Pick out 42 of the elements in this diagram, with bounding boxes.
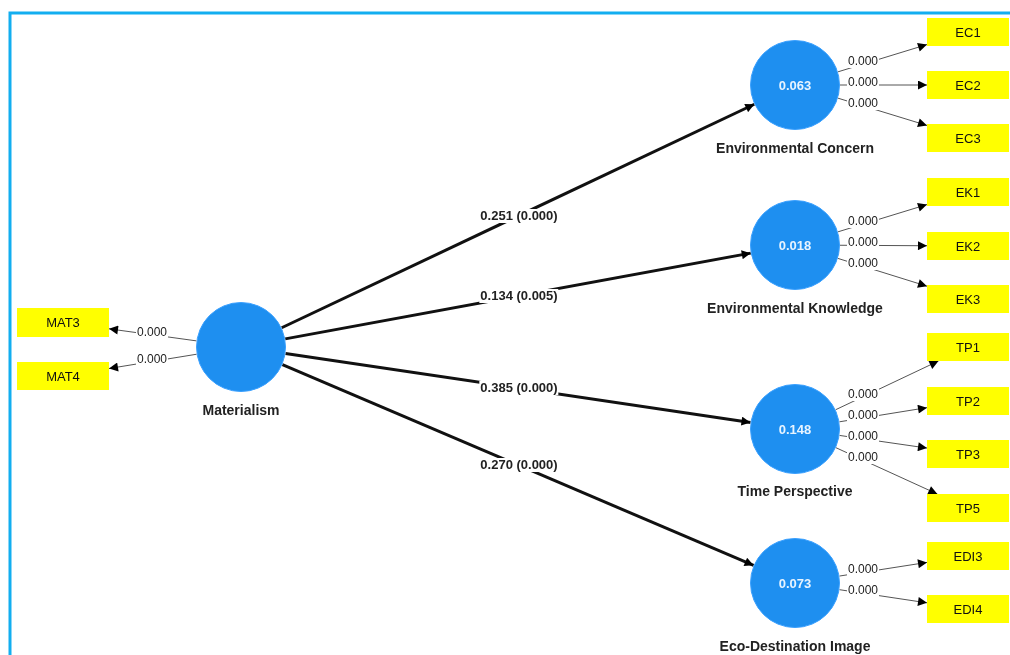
indicator-box: MAT3 [17, 308, 109, 337]
edge-label: 0.000 [847, 95, 879, 110]
edge-label: 0.251 (0.000) [479, 208, 559, 223]
r-squared-value: 0.063 [778, 77, 812, 93]
indicator-box: MAT4 [17, 362, 109, 390]
construct-name: Environmental Knowledge [707, 300, 883, 316]
indicator-box: TP3 [927, 440, 1009, 468]
construct-name: Materialism [202, 402, 280, 418]
arrow [281, 102, 755, 330]
edge-label: 0.270 (0.000) [479, 458, 559, 473]
edge-label: 0.000 [847, 214, 879, 229]
construct-name: Environmental Concern [716, 140, 874, 156]
indicator-box: EK2 [927, 232, 1009, 260]
indicator-box: TP2 [927, 387, 1009, 415]
indicator-box: TP1 [927, 333, 1009, 361]
r-squared-value: 0.073 [778, 575, 812, 591]
r-squared-value: 0.148 [778, 421, 812, 437]
edge-label: 0.000 [847, 408, 879, 422]
indicator-box: EDI3 [927, 542, 1009, 570]
r-squared-value: 0.018 [778, 237, 812, 253]
indicator-box: EC3 [927, 124, 1009, 152]
indicator-box: EDI4 [927, 595, 1009, 623]
edge-label: 0.000 [136, 351, 168, 366]
indicator-box: TP5 [927, 494, 1009, 522]
edge-label: 0.000 [847, 256, 879, 271]
edge-label: 0.385 (0.000) [479, 381, 559, 396]
edge-label: 0.000 [847, 75, 879, 89]
edge-label: 0.000 [847, 583, 879, 598]
arrow [281, 363, 755, 567]
indicator-box: EK3 [927, 285, 1009, 313]
indicator-box: EC1 [927, 18, 1009, 46]
edge-label: 0.000 [847, 54, 879, 69]
edge-label: 0.000 [136, 324, 168, 339]
edge-label: 0.000 [847, 562, 879, 577]
indicator-box: EK1 [927, 178, 1009, 206]
construct-name: Time Perspective [737, 483, 853, 499]
edge-label: 0.000 [847, 428, 879, 443]
construct-name: Eco-Destination Image [719, 638, 871, 654]
edge-label: 0.000 [847, 450, 879, 465]
indicator-box: EC2 [927, 71, 1009, 99]
edge-label: 0.134 (0.005) [479, 288, 559, 303]
edge-label: 0.000 [847, 386, 879, 401]
